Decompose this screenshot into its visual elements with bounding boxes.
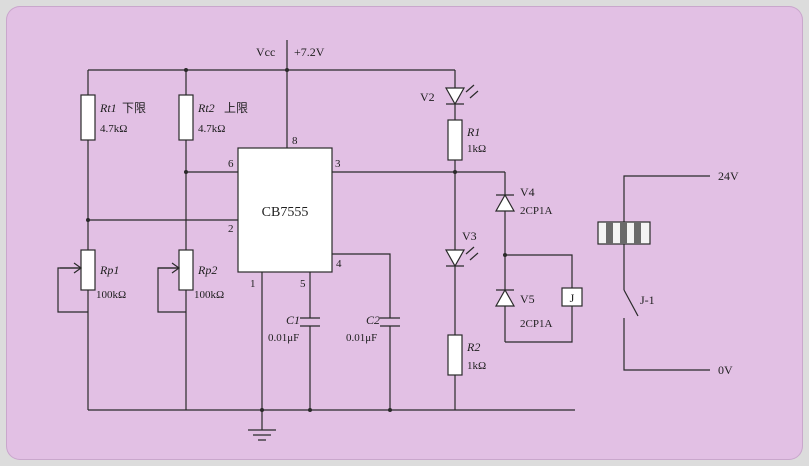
junction-dot (184, 68, 188, 72)
pin4-wire (332, 253, 391, 318)
rp1-potentiometer (80, 249, 96, 291)
pin-6-label: 6 (228, 158, 234, 170)
junction-dot (285, 68, 289, 72)
pin-3-label: 3 (335, 158, 341, 170)
v5-name: V5 (520, 292, 535, 306)
pin-1-label: 1 (250, 278, 256, 290)
ground-symbol (248, 429, 276, 441)
rt2-note: 上限 (224, 101, 248, 115)
v5-type: 2CP1A (520, 318, 552, 330)
rt1-to-pin2-wire (87, 140, 238, 221)
rp2-potentiometer (178, 249, 194, 291)
rt1-note: 下限 (122, 101, 146, 115)
v4-diode (494, 193, 516, 212)
r1-name: R1 (466, 125, 480, 139)
r2-name: R2 (466, 340, 480, 354)
v3-name: V3 (462, 229, 477, 243)
rt1-resistor (80, 94, 96, 141)
c2-name: C2 (366, 313, 380, 327)
relay-contact-label: J-1 (640, 293, 655, 307)
contact-bottom-wire (623, 318, 710, 371)
junction-dots (86, 68, 507, 412)
c1-value: 0.01μF (268, 332, 299, 344)
pin-8-label: 8 (292, 135, 298, 147)
relay-coil (561, 287, 583, 307)
v5-diode (494, 288, 516, 307)
relay-contact-switch (623, 289, 639, 317)
rp1-name: Rp1 (99, 263, 119, 277)
c1-capacitor (300, 317, 320, 327)
diagram-frame (6, 6, 803, 460)
rp2-wiper-arrow-icon (158, 262, 181, 274)
c1-name: C1 (286, 313, 300, 327)
rp1-value: 100kΩ (96, 289, 126, 301)
rail-0v-label: 0V (718, 363, 733, 377)
c2-capacitor (380, 317, 400, 327)
v4-type: 2CP1A (520, 205, 552, 217)
r2-resistor (447, 334, 463, 376)
junction-dot (453, 170, 457, 174)
contact-top-wire (623, 175, 710, 290)
junction-dot (260, 408, 264, 412)
r2-value: 1kΩ (467, 360, 486, 372)
c2-value: 0.01μF (346, 332, 377, 344)
relay-coil-label: J (570, 291, 575, 305)
v4-name: V4 (520, 185, 535, 199)
rp1-wiper-arrow-icon (60, 262, 83, 274)
r1-value: 1kΩ (467, 143, 486, 155)
junction-dot (388, 408, 392, 412)
junction-dot (184, 170, 188, 174)
rt2-value: 4.7kΩ (198, 123, 225, 135)
rp2-value: 100kΩ (194, 289, 224, 301)
rt1-value: 4.7kΩ (100, 123, 127, 135)
junction-dot (503, 253, 507, 257)
pin-4-label: 4 (336, 258, 342, 270)
rt2-resistor (178, 94, 194, 141)
junction-dot (86, 218, 90, 222)
cb7555-chip (237, 147, 333, 273)
rp2-name: Rp2 (197, 263, 217, 277)
vcc-label: Vcc (256, 45, 275, 59)
vcc-value: +7.2V (294, 45, 325, 59)
v2-name: V2 (420, 90, 435, 104)
junction-dot (308, 408, 312, 412)
r1-resistor (447, 119, 463, 161)
relay-top-wire (505, 254, 573, 288)
pin-2-label: 2 (228, 223, 234, 235)
chip-name: CB7555 (262, 205, 309, 220)
wires (57, 40, 710, 441)
rt1-name: Rt1 (99, 101, 117, 115)
v2-led (444, 84, 479, 106)
pin-5-label: 5 (300, 278, 306, 290)
relay-bottom-wire (505, 306, 573, 343)
rail-24v-label: 24V (718, 169, 739, 183)
rt2-name: Rt2 (197, 101, 215, 115)
relay-coil-icon (597, 221, 651, 245)
v3-led (444, 246, 479, 268)
